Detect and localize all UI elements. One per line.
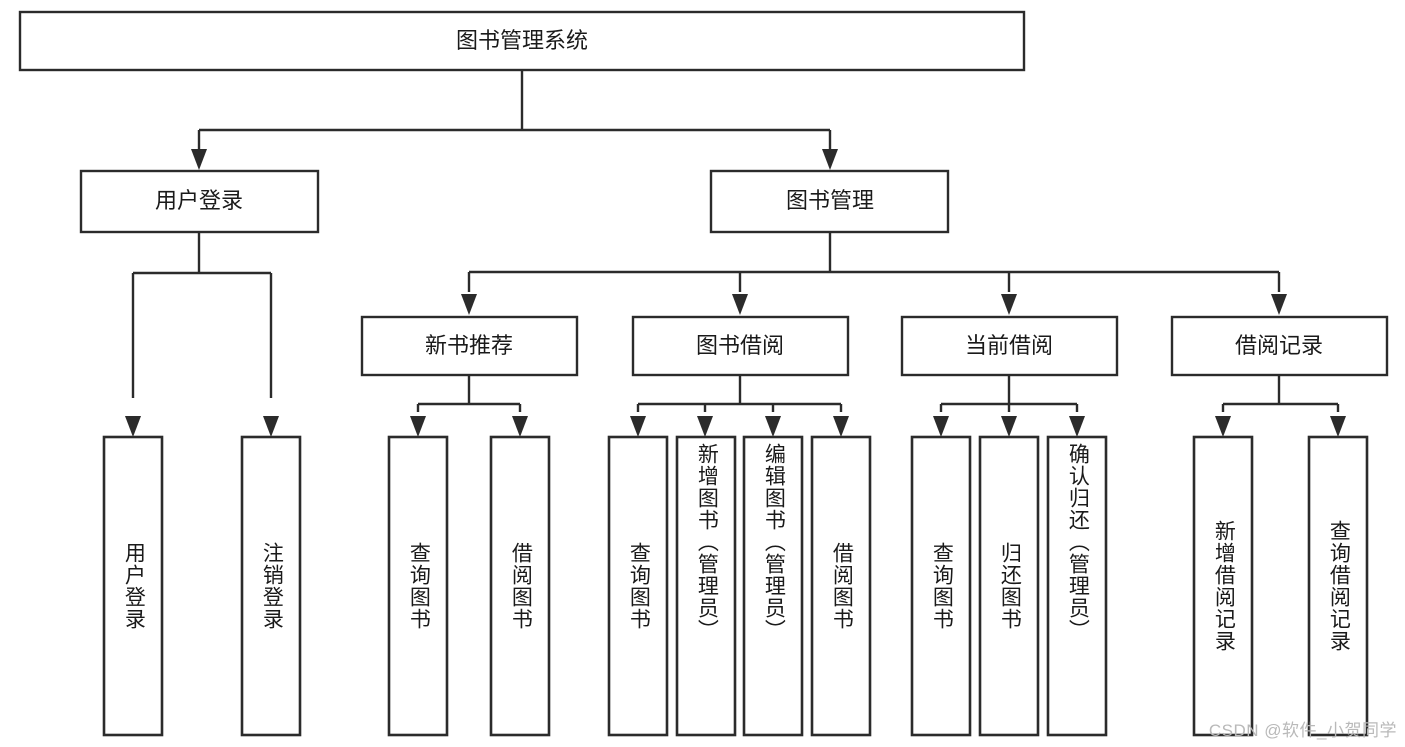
node-bookmgmt[interactable]: 图书管理 [709, 169, 950, 234]
arrowhead-bookmgmt [822, 149, 838, 170]
arrowhead-leaf-3 [410, 416, 426, 437]
arrowhead-leaf-10 [1001, 416, 1017, 437]
node-current[interactable]: 当前借阅 [900, 315, 1119, 377]
node-leaf-3[interactable] [387, 435, 449, 737]
arrowhead-leaf-12 [1215, 416, 1231, 437]
arrowhead-current [1001, 294, 1017, 315]
node-root[interactable]: 图书管理系统 [18, 10, 1026, 72]
arrowhead-leaf-5 [630, 416, 646, 437]
node-leaf-13[interactable] [1307, 435, 1369, 737]
node-borrow-label: 图书借阅 [696, 333, 784, 358]
node-leaf-11[interactable] [1046, 435, 1108, 737]
node-leaf-9[interactable] [910, 435, 972, 737]
arrowhead-leaf-6 [697, 416, 713, 437]
node-record[interactable]: 借阅记录 [1170, 315, 1389, 377]
arrowhead-record [1271, 294, 1287, 315]
arrowhead-leaf-13 [1330, 416, 1346, 437]
node-leaf-6[interactable] [675, 435, 737, 737]
node-record-label: 借阅记录 [1235, 333, 1323, 358]
arrowhead-leaf-4 [512, 416, 528, 437]
leaf-node-rects [102, 435, 1369, 737]
node-newbook-label: 新书推荐 [425, 333, 513, 358]
arrowhead-leaf-2 [263, 416, 279, 437]
arrowhead-newbook [461, 294, 477, 315]
node-login[interactable]: 用户登录 [79, 169, 320, 234]
node-leaf-7[interactable] [742, 435, 804, 737]
arrowhead-leaf-8 [833, 416, 849, 437]
arrowhead-leaf-7 [765, 416, 781, 437]
node-leaf-4[interactable] [489, 435, 551, 737]
node-leaf-5[interactable] [607, 435, 669, 737]
node-leaf-8[interactable] [810, 435, 872, 737]
arrowhead-borrow [732, 294, 748, 315]
connector-layer [125, 70, 1346, 437]
node-leaf-1[interactable] [102, 435, 164, 737]
node-newbook[interactable]: 新书推荐 [360, 315, 579, 377]
node-borrow[interactable]: 图书借阅 [631, 315, 850, 377]
arrowhead-leaf-11 [1069, 416, 1085, 437]
arrowhead-leaf-9 [933, 416, 949, 437]
node-leaf-2[interactable] [240, 435, 302, 737]
arrowhead-leaf-1 [125, 416, 141, 437]
node-leaf-10[interactable] [978, 435, 1040, 737]
node-current-label: 当前借阅 [965, 333, 1053, 358]
node-bookmgmt-label: 图书管理 [786, 188, 874, 213]
node-root-label: 图书管理系统 [456, 28, 588, 53]
node-login-label: 用户登录 [155, 188, 243, 213]
node-leaf-12[interactable] [1192, 435, 1254, 737]
arrowhead-login [191, 149, 207, 170]
watermark: CSDN @软件_小贺同学 [1208, 721, 1397, 740]
